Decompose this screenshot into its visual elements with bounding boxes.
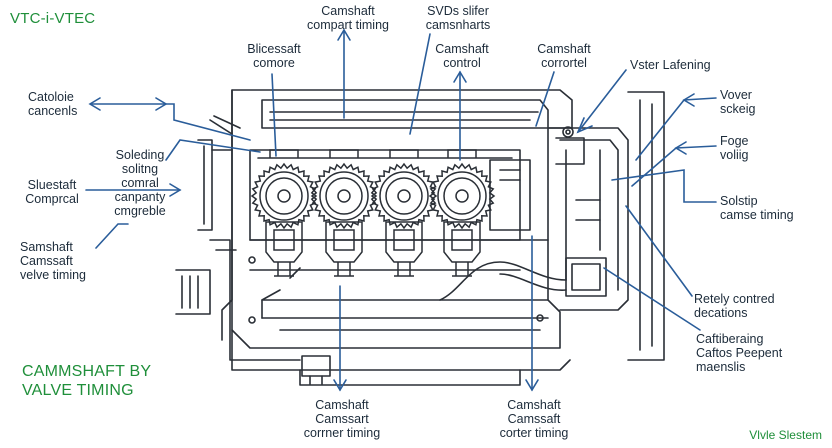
leader-top-left — [271, 73, 277, 157]
leader-soleding — [165, 139, 261, 161]
valve-coil-block — [385, 221, 423, 277]
label-top-svds: SVDs slifer camsnharts — [425, 4, 491, 32]
label-samshaft-left: Samshaft Camssaft velve timing — [20, 240, 86, 282]
camshaft-gear — [310, 149, 378, 230]
leader-vover — [635, 97, 717, 161]
valve-coil-block — [443, 221, 481, 277]
valve-coil-block — [325, 221, 363, 277]
label-top-center: Camshaft compart timing — [307, 4, 389, 32]
label-foge: Foge voliig — [720, 134, 749, 162]
label-vster-lafening: Vster Lafening — [630, 58, 711, 72]
label-sluestaft: Sluestaft Comprcal — [25, 178, 79, 206]
label-camshaft-corrortel: Camshaft corrortel — [537, 42, 591, 70]
label-bottom-right: Camshaft Camssaft corter timing — [499, 398, 569, 440]
leader-catoloie — [91, 103, 251, 141]
leader-vster-lafening — [577, 69, 627, 133]
leader-caftibeiang — [603, 267, 701, 331]
label-retely: Retely contred decations — [694, 292, 775, 320]
valve-coil-block — [265, 221, 303, 277]
leader-camshaft-corrortel — [535, 71, 555, 127]
leader-samshaft-left — [95, 223, 129, 249]
label-catoloie: Catoloie cancenls — [28, 90, 78, 118]
leader-solstip — [611, 169, 717, 203]
label-solstip: Solstip camse timing — [720, 194, 794, 222]
diagram-title-top: VTC-i-VTEC — [10, 10, 96, 27]
label-bottom-left: Camshaft Camssart corrner timing — [303, 398, 381, 440]
label-top-left: Blicessaft comore — [247, 42, 301, 70]
leader-foge — [631, 145, 717, 187]
camshaft-gear — [370, 149, 438, 230]
label-soleding: Soleding solitng comral canpanty cmgrebl… — [114, 148, 166, 218]
camshaft-gear — [428, 149, 496, 230]
camshaft-gear — [250, 149, 318, 230]
diagram-title-bottom: CAMMSHAFT BY VALVE TIMING — [22, 363, 152, 399]
leader-retely — [625, 205, 693, 297]
label-caftibeiang: Caftiberaing Caftos Peepent maenslis — [696, 332, 783, 374]
label-vover: Vover sckeig — [720, 88, 756, 116]
label-camshaft-control: Camshaft control — [435, 42, 489, 70]
footer-caption: Vlvle Slestem — [749, 428, 822, 442]
leader-top-svds — [409, 33, 431, 135]
